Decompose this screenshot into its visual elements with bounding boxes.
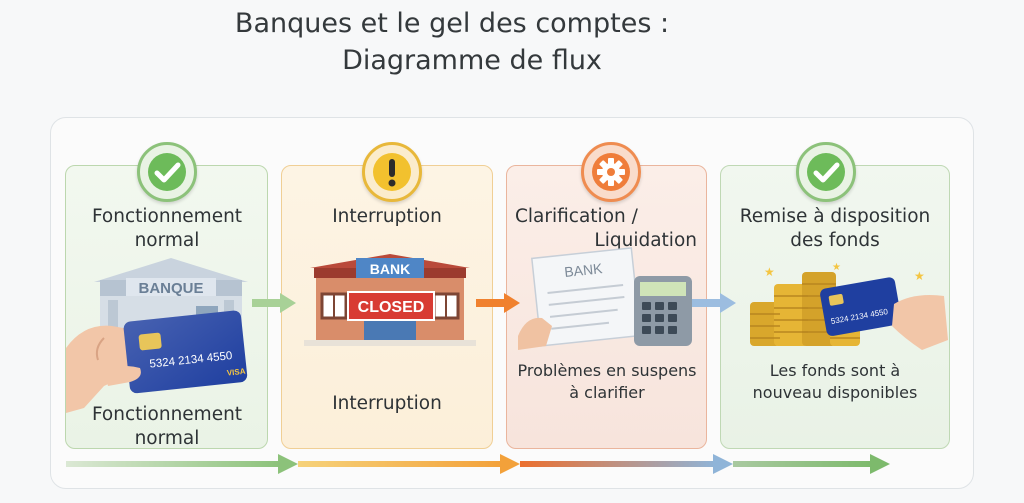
card-brand-text: VISA xyxy=(226,367,246,378)
step3-heading: Clarification / Liquidation xyxy=(515,206,697,251)
step2-heading: Interruption xyxy=(332,206,442,227)
hand-holding-card-illustration: 5324 2134 4550 VISA xyxy=(66,310,248,413)
closed-bank-illustration: BANK CLOSED xyxy=(304,254,476,346)
bank-sign-text: BANQUE xyxy=(138,280,203,297)
check-icon xyxy=(137,142,197,202)
arrow-right-icon xyxy=(692,293,736,313)
closed-sign-text: CLOSED xyxy=(358,299,425,316)
step2-caption: Interruption xyxy=(332,393,442,414)
document-header-text: BANK xyxy=(564,260,604,280)
document-calculator-illustration: BANK xyxy=(518,247,692,350)
arrow-right-icon xyxy=(252,293,296,313)
timeline-arrow xyxy=(66,454,890,474)
check-icon xyxy=(796,142,856,202)
svg-text:★: ★ xyxy=(832,262,841,273)
exclamation-icon xyxy=(362,142,422,202)
coins-and-card-illustration: ★ ★ ★ 5324 2134 4550 xyxy=(750,262,948,350)
svg-text:★: ★ xyxy=(914,269,925,283)
gear-icon xyxy=(581,142,641,202)
arrow-right-icon xyxy=(476,293,520,313)
diagram-title-line2: Diagramme de flux xyxy=(342,45,602,76)
diagram-title-line1: Banques et le gel des comptes : xyxy=(234,8,670,39)
bank-sign-text: BANK xyxy=(370,261,410,277)
svg-text:★: ★ xyxy=(764,265,775,279)
